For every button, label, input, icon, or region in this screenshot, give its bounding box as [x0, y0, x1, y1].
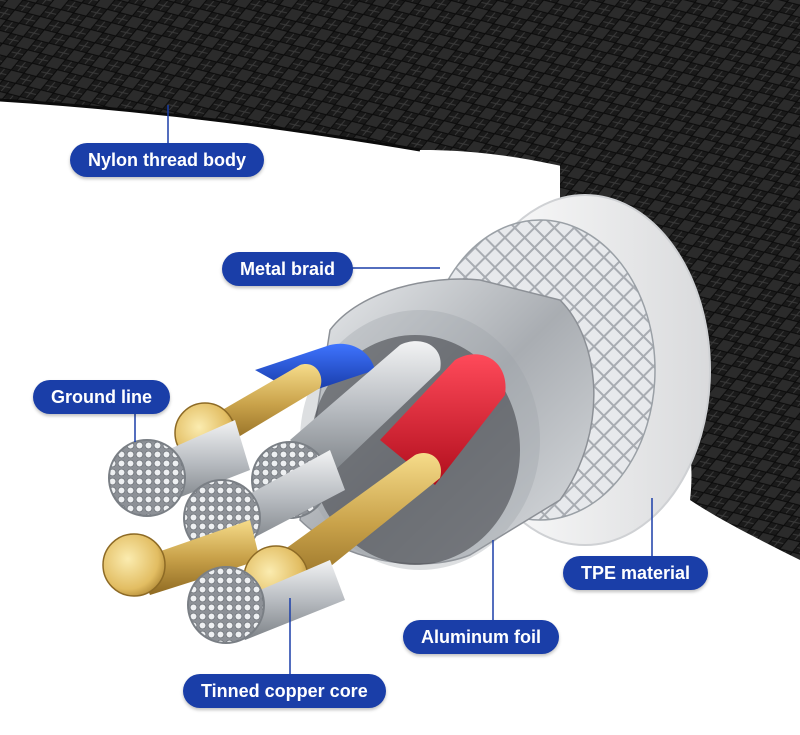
callout-tinned-copper-core: Tinned copper core — [183, 674, 386, 708]
callout-nylon-thread-body: Nylon thread body — [70, 143, 265, 177]
callout-ground-line: Ground line — [33, 380, 170, 414]
tinned-copper-bundle — [187, 566, 265, 644]
callout-metal-braid: Metal braid — [222, 252, 354, 286]
leader-lines — [134, 105, 653, 674]
nylon-jacket-shape — [0, 0, 800, 330]
red-wire-shape — [380, 354, 506, 485]
callout-tpe-material: TPE material — [563, 556, 709, 590]
callout-aluminum-foil: Aluminum foil — [403, 620, 559, 654]
ground-line-bundle — [108, 439, 186, 517]
